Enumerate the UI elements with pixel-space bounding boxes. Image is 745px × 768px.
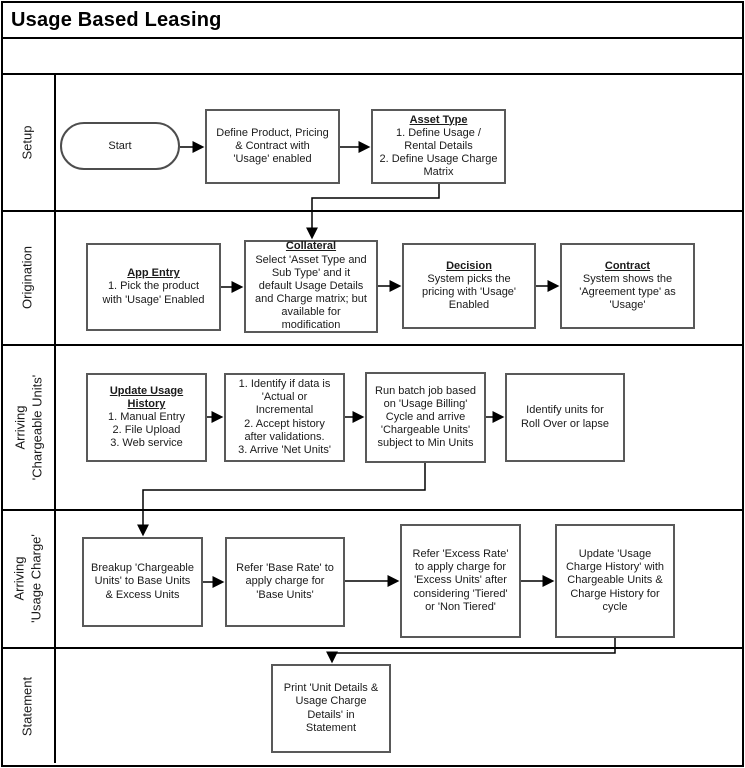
lane-divider [3, 344, 742, 346]
start-terminator: Start [60, 122, 180, 170]
box-title: Collateral [285, 240, 337, 253]
process-box-update-charge-history: Update 'Usage Charge History' with Charg… [555, 524, 675, 638]
box-body: 1. Manual Entry 2. File Upload 3. Web se… [107, 410, 186, 450]
header-divider [3, 73, 742, 75]
process-box-update-usage-history: Update Usage History 1. Manual Entry 2. … [86, 373, 207, 462]
box-body: 1. Identify if data is 'Actual or Increm… [238, 377, 331, 456]
box-title: Asset Type [409, 113, 468, 126]
page-title: Usage Based Leasing [11, 8, 222, 31]
process-box-contract: Contract System shows the 'Agreement typ… [560, 243, 695, 329]
lane-divider [3, 509, 742, 511]
process-box-decision: Decision System picks the pricing with '… [402, 243, 536, 329]
process-box-print-statement: Print 'Unit Details & Usage Charge Detai… [271, 664, 391, 753]
box-body: Print 'Unit Details & Usage Charge Detai… [283, 682, 379, 734]
box-title: App Entry [127, 267, 180, 280]
process-box-identify-units: Identify units for Roll Over or lapse [505, 373, 625, 462]
lane-divider [3, 210, 742, 212]
box-body: Update 'Usage Charge History' with Charg… [565, 548, 665, 613]
lane-label-statement: Statement [19, 676, 35, 737]
lane-label-setup: Setup [19, 125, 35, 160]
box-body: System shows the 'Agreement type' as 'Us… [579, 272, 676, 312]
box-body: System picks the pricing with 'Usage' En… [421, 272, 517, 312]
lane-label-arriving-chargeable-units: Arriving 'Chargeable Units' [12, 374, 44, 481]
box-body: Select 'Asset Type and Sub Type' and it … [255, 253, 367, 332]
box-body: Refer 'Base Rate' to apply charge for 'B… [236, 562, 334, 601]
process-box-app-entry: App Entry 1. Pick the product with 'Usag… [86, 243, 221, 331]
box-body: Identify units for Roll Over or lapse [520, 404, 610, 430]
lane-label-arriving-usage-charge: Arriving 'Usage Charge' [11, 534, 43, 623]
process-box-identify-data: 1. Identify if data is 'Actual or Increm… [224, 373, 345, 462]
box-body: Define Product, Pricing & Contract with … [216, 126, 329, 166]
process-box-base-rate: Refer 'Base Rate' to apply charge for 'B… [225, 537, 345, 627]
lane-label-origination: Origination [19, 246, 35, 309]
box-title: Decision [446, 259, 492, 272]
start-label: Start [108, 140, 132, 152]
box-title: Update Usage History [109, 384, 184, 410]
box-body: 1. Pick the product with 'Usage' Enabled [102, 280, 205, 306]
box-body: Run batch job based on 'Usage Billing' C… [375, 384, 476, 450]
process-box-define-product: Define Product, Pricing & Contract with … [205, 109, 340, 184]
subtitle-row [3, 39, 739, 73]
box-body: Refer 'Excess Rate' to apply charge for … [412, 548, 509, 613]
process-box-excess-rate: Refer 'Excess Rate' to apply charge for … [400, 524, 521, 638]
process-box-collateral: Collateral Select 'Asset Type and Sub Ty… [244, 240, 378, 333]
box-body: 1. Define Usage / Rental Details 2. Defi… [379, 126, 498, 179]
lane-label-divider [54, 75, 56, 763]
box-title: Contract [604, 259, 651, 272]
process-box-asset-type: Asset Type 1. Define Usage / Rental Deta… [371, 109, 506, 184]
box-body: Breakup 'Chargeable Units' to Base Units… [90, 562, 194, 601]
process-box-breakup-units: Breakup 'Chargeable Units' to Base Units… [82, 537, 203, 627]
lane-divider [3, 647, 742, 649]
title-divider [3, 37, 742, 39]
process-box-run-batch-job: Run batch job based on 'Usage Billing' C… [365, 372, 486, 463]
